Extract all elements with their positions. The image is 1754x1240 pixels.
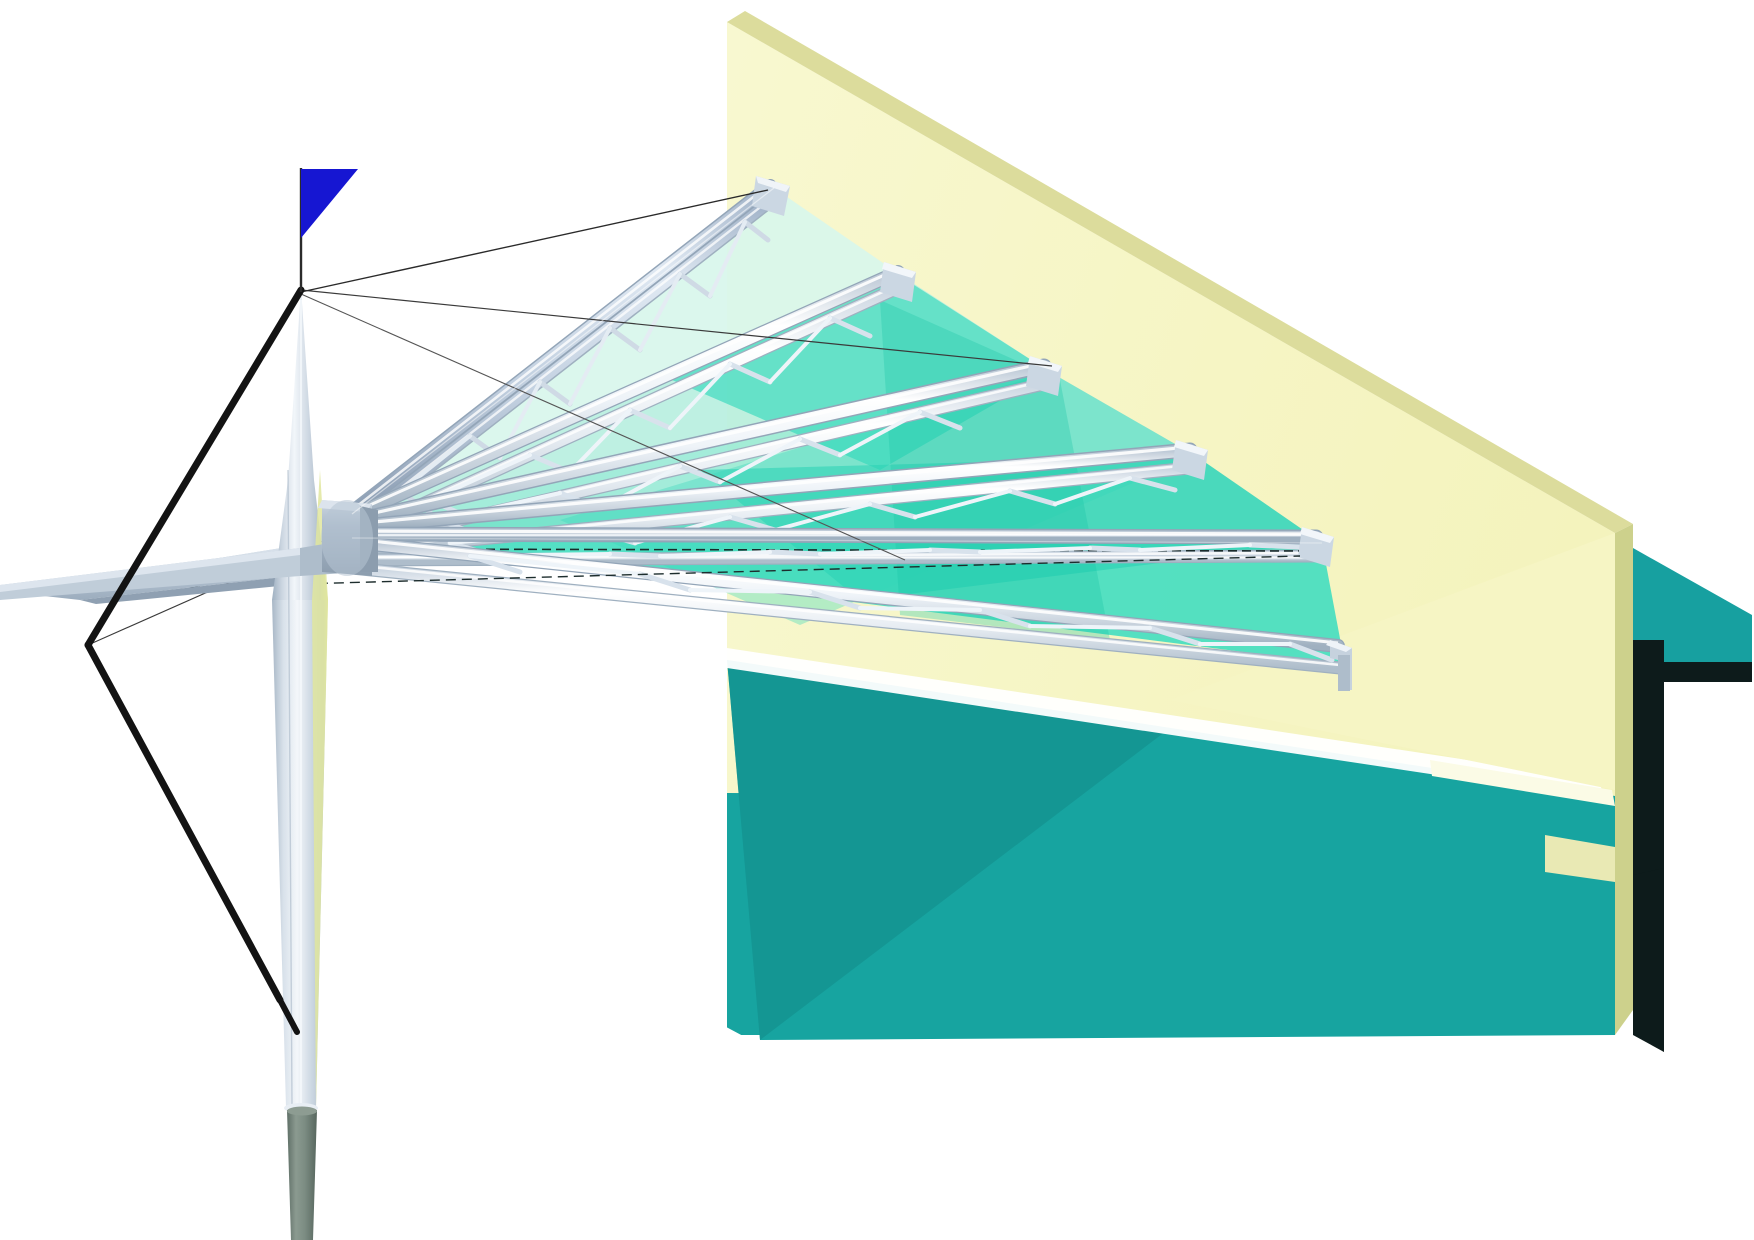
boom-4-upper-chord — [344, 442, 1198, 535]
wall-base-shadow — [727, 660, 1615, 1040]
sail-edge-highlights — [351, 187, 1323, 544]
boom-6-web — [467, 553, 1335, 663]
wall-base-notch — [1545, 835, 1633, 882]
boom-hub — [318, 500, 378, 576]
truss-booms — [344, 176, 1352, 691]
boom-2-upper-chord — [345, 265, 905, 523]
wing-wall-face — [1633, 548, 1752, 662]
ground-white-cut — [0, 640, 1060, 1240]
footing-top — [287, 1106, 317, 1116]
stay-lower-tail — [277, 997, 300, 1035]
sight-line-boom1 — [300, 189, 769, 293]
datum-line-5 — [359, 548, 1313, 552]
sight-line-low — [300, 293, 906, 561]
flag-pennant — [301, 169, 358, 238]
sight-line-top — [300, 289, 1053, 367]
boom-3-upper-chord — [344, 358, 1052, 529]
boom-1 — [345, 176, 790, 535]
stay-lower — [84, 641, 284, 1004]
wall-upper-face — [1170, 533, 1615, 790]
mast-assembly — [0, 288, 378, 1240]
boom-5-tip-cap — [1298, 527, 1334, 567]
wall-right-thickness — [1615, 524, 1633, 1035]
stay-upper — [84, 286, 305, 649]
stay-cables — [84, 286, 305, 1035]
wall-right-shadow-low — [1633, 868, 1664, 1052]
boom-1-upper-chord — [345, 179, 777, 519]
mast-column — [272, 288, 328, 1108]
mast-footing — [284, 1103, 318, 1240]
boom-5-upper-chord — [344, 526, 1324, 545]
footing-sleeve — [287, 1110, 317, 1240]
boom-6-hanger-bracket — [1326, 640, 1352, 691]
mast-edge-highlight — [312, 470, 328, 1106]
boom-6-lower-chord — [345, 561, 1347, 675]
boom-4-tip-cap — [1172, 440, 1208, 480]
mast-flag — [299, 168, 358, 292]
wall-top-edge — [727, 11, 1633, 533]
wall-sill — [727, 648, 1615, 806]
sail-panel-1 — [352, 188, 905, 514]
spreader-left-top — [0, 548, 300, 592]
boom-6 — [345, 535, 1352, 691]
boom-1-tip-cap — [752, 176, 790, 216]
boom-3-tip-cap — [1026, 356, 1062, 396]
boom-2-tip-cap — [880, 262, 916, 302]
boom-2-web — [427, 315, 873, 521]
